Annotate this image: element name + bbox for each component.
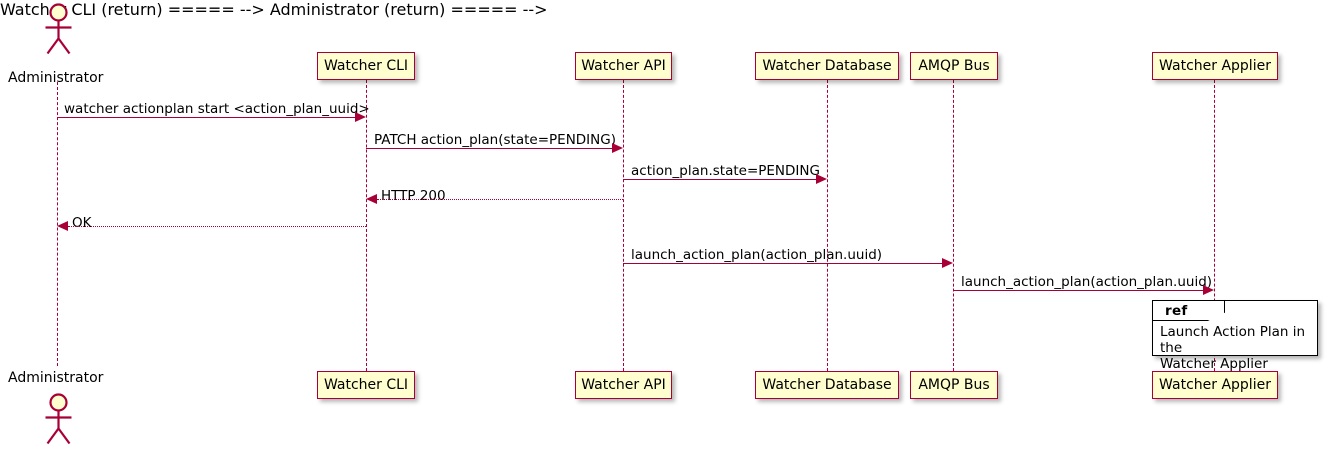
message-label-2: PATCH action_plan(state=PENDING): [374, 132, 616, 148]
message-line-7: [953, 290, 1203, 291]
participant-label: Watcher CLI: [323, 58, 409, 74]
participant-box-watcher-cli-bottom[interactable]: Watcher CLI: [317, 371, 415, 399]
actor-figure-icon: [45, 3, 72, 55]
participant-box-amqp-bus-bottom[interactable]: AMQP Bus: [910, 371, 998, 399]
message-label-6: launch_action_plan(action_plan.uuid): [631, 247, 883, 263]
actor-administrator-top[interactable]: [33, 2, 81, 58]
participant-box-watcher-database-bottom[interactable]: Watcher Database: [755, 371, 899, 399]
participant-label: Watcher CLI: [323, 377, 409, 393]
lifeline-watcher-api: [623, 80, 624, 371]
participant-label: Watcher Applier: [1159, 58, 1271, 74]
participant-label: Watcher Database: [762, 58, 892, 74]
lifeline-watcher-cli: [366, 80, 367, 371]
message-line-5: [68, 226, 366, 227]
message-label-3: action_plan.state=PENDING: [631, 163, 820, 179]
message-arrowhead-5: [57, 221, 68, 231]
participant-label: AMQP Bus: [918, 377, 990, 393]
message-line-4: [377, 199, 623, 200]
participant-box-watcher-api-bottom[interactable]: Watcher API: [575, 371, 672, 399]
message-arrowhead-1: [355, 112, 366, 122]
participant-label: Watcher API: [581, 58, 666, 74]
participant-box-watcher-database-top[interactable]: Watcher Database: [755, 52, 899, 80]
ref-fragment-tab: [1153, 301, 1225, 321]
ref-fragment[interactable]: ref Launch Action Plan in the Watcher Ap…: [1152, 300, 1318, 372]
participant-box-watcher-api-top[interactable]: Watcher API: [575, 52, 672, 80]
participant-label: Watcher Database: [762, 377, 892, 393]
actor-label-administrator-bottom: Administrator: [8, 370, 104, 386]
message-line-2: [366, 148, 612, 149]
lifeline-watcher-applier: [1214, 80, 1215, 371]
message-arrowhead-2: [612, 143, 623, 153]
actor-figure-icon: [45, 393, 72, 445]
message-label-4: HTTP 200: [381, 188, 446, 204]
participant-box-watcher-applier-top[interactable]: Watcher Applier: [1152, 52, 1278, 80]
message-label-5: OK: [72, 215, 92, 231]
participant-box-watcher-cli-top[interactable]: Watcher CLI: [317, 52, 415, 80]
message-line-6: [623, 263, 942, 264]
actor-administrator-bottom[interactable]: [33, 392, 81, 448]
message-arrowhead-3: [816, 174, 827, 184]
lifeline-watcher-database: [827, 80, 828, 371]
ref-fragment-body: Launch Action Plan in the Watcher Applie…: [1160, 324, 1306, 372]
message-arrowhead-4: [366, 194, 377, 204]
participant-label: Watcher Applier: [1159, 377, 1271, 393]
actor-label-administrator-top: Administrator: [8, 70, 104, 86]
message-arrowhead-7: [1203, 285, 1214, 295]
participant-label: AMQP Bus: [918, 58, 990, 74]
message-line-1: [57, 117, 355, 118]
participant-box-amqp-bus-top[interactable]: AMQP Bus: [910, 52, 998, 80]
ref-fragment-tab-label: ref: [1165, 303, 1188, 319]
message-line-3: [623, 179, 816, 180]
message-arrowhead-6: [942, 258, 953, 268]
lifeline-amqp-bus: [953, 80, 954, 371]
participant-label: Watcher API: [581, 377, 666, 393]
message-label-7: launch_action_plan(action_plan.uuid): [961, 274, 1213, 290]
message-label-1: watcher actionplan start <action_plan_uu…: [64, 101, 370, 117]
participant-box-watcher-applier-bottom[interactable]: Watcher Applier: [1152, 371, 1278, 399]
